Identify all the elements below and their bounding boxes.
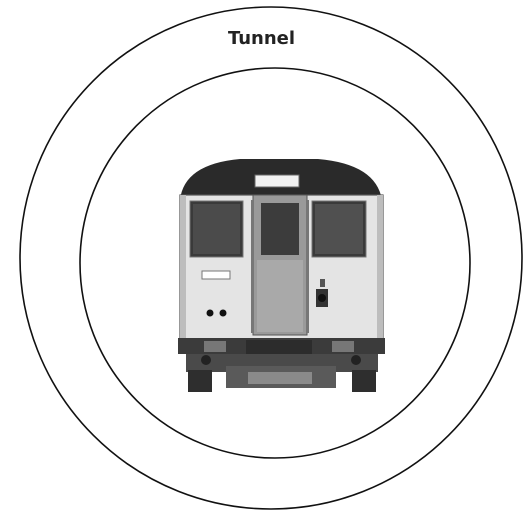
train-front-image (178, 159, 385, 392)
tunnel-label: Tunnel (0, 28, 523, 49)
